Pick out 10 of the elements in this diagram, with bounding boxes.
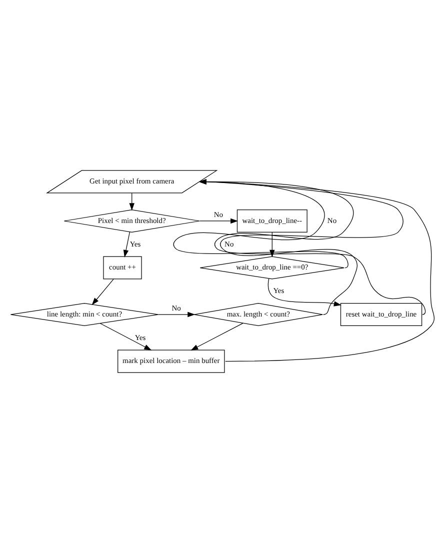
arrow bbox=[158, 311, 196, 317]
arrow bbox=[190, 322, 244, 350]
arrow bbox=[129, 192, 134, 210]
arrow bbox=[268, 278, 342, 306]
arrow bbox=[198, 178, 434, 362]
arrow bbox=[123, 231, 130, 257]
arrow bbox=[173, 178, 348, 268]
arrow bbox=[92, 278, 114, 305]
arrow bbox=[100, 322, 152, 350]
arrow bbox=[199, 218, 238, 224]
